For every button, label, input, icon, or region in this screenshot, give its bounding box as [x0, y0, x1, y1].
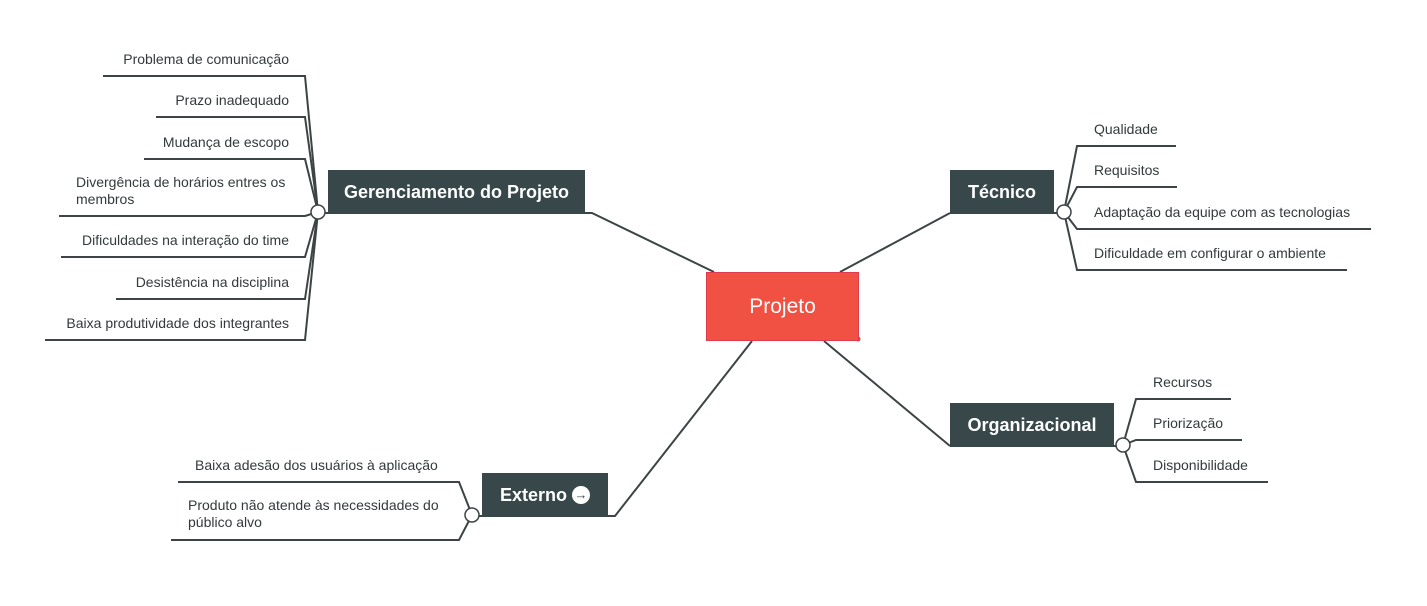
branch-label: Gerenciamento do Projeto — [343, 181, 570, 202]
branch-label: Técnico — [967, 181, 1037, 202]
leaf-label: Requisitos — [1094, 162, 1160, 178]
connector-central-organizacional — [823, 340, 951, 447]
leaf-topic[interactable]: Problema de comunicação — [89, 51, 289, 68]
leaf-line — [171, 514, 473, 541]
collapse-toggle-externo[interactable] — [464, 507, 480, 523]
central-topic[interactable]: Projeto — [706, 272, 859, 341]
leaf-topic[interactable]: Baixa produtividade dos integrantes — [49, 315, 289, 332]
collapse-toggle-tecnico[interactable] — [1056, 204, 1072, 220]
leaf-label: Adaptação da equipe com as tecnologias — [1094, 204, 1351, 220]
leaf-line — [1063, 211, 1347, 271]
branch-label: Externo — [499, 484, 568, 505]
connector-central-externo — [608, 340, 753, 517]
leaf-label: Disponibilidade — [1153, 457, 1248, 473]
leaf-line — [156, 116, 319, 213]
leaf-label: Prazo inadequado — [175, 92, 289, 108]
leaf-label: Dificuldades na interação do time — [81, 232, 289, 248]
leaf-topic[interactable]: Prazo inadequado — [89, 92, 289, 109]
leaf-topic[interactable]: Desistência na disciplina — [89, 274, 289, 291]
leaf-topic[interactable]: Qualidade — [1094, 121, 1158, 138]
leaf-label: Qualidade — [1094, 121, 1158, 137]
leaf-line — [178, 481, 473, 516]
leaf-label: Divergência de horários entres os membro… — [76, 174, 286, 207]
leaf-topic[interactable]: Recursos — [1153, 374, 1212, 391]
leaf-topic[interactable]: Mudança de escopo — [89, 134, 289, 151]
branch-organizacional[interactable]: Organizacional — [950, 403, 1114, 447]
leaf-label: Produto não atende às necessidades do pú… — [188, 497, 439, 530]
branch-label: Organizacional — [967, 414, 1097, 435]
connector-central-tecnico — [839, 212, 951, 273]
leaf-line — [144, 158, 319, 213]
collapse-toggle-organizacional[interactable] — [1115, 437, 1131, 453]
central-topic-label: Projeto — [749, 294, 816, 318]
leaf-label: Dificuldade em configurar o ambiente — [1094, 245, 1326, 261]
leaf-topic[interactable]: Priorização — [1153, 415, 1223, 432]
leaf-label: Baixa produtividade dos integrantes — [66, 315, 289, 331]
leaf-line — [116, 211, 319, 300]
leaf-label: Baixa adesão dos usuários à aplicação — [195, 457, 438, 473]
leaf-line — [61, 211, 319, 258]
leaf-label: Desistência na disciplina — [135, 274, 289, 290]
branch-externo[interactable]: Externo → — [482, 473, 608, 517]
leaf-line — [1122, 444, 1268, 483]
leaf-line — [1122, 398, 1231, 446]
leaf-line — [45, 211, 319, 341]
leaf-topic[interactable]: Produto não atende às necessidades do pú… — [188, 497, 453, 531]
leaf-label: Recursos — [1153, 374, 1213, 390]
leaf-topic[interactable]: Dificuldade em configurar o ambiente — [1094, 245, 1326, 262]
leaf-label: Priorização — [1153, 415, 1224, 431]
leaf-topic[interactable]: Baixa adesão dos usuários à aplicação — [195, 457, 438, 474]
leaf-line — [1063, 145, 1176, 213]
leaf-topic[interactable]: Adaptação da equipe com as tecnologias — [1094, 204, 1350, 221]
leaf-label: Problema de comunicação — [123, 51, 289, 67]
leaf-line — [59, 211, 319, 217]
arrow-right-circle-icon[interactable]: → — [572, 486, 591, 504]
leaf-topic[interactable]: Dificuldades na interação do time — [49, 232, 289, 249]
leaf-topic[interactable]: Disponibilidade — [1153, 457, 1248, 474]
connector-central-gerenciamento — [585, 212, 715, 273]
collapse-toggle-gerenciamento[interactable] — [310, 204, 326, 220]
leaf-label: Mudança de escopo — [162, 134, 289, 150]
leaf-topic[interactable]: Requisitos — [1094, 162, 1159, 179]
branch-tecnico[interactable]: Técnico — [950, 170, 1054, 214]
leaf-line — [1122, 439, 1242, 446]
branch-gerenciamento[interactable]: Gerenciamento do Projeto — [328, 170, 585, 214]
leaf-line — [103, 75, 319, 213]
leaf-line — [1063, 186, 1177, 213]
leaf-topic[interactable]: Divergência de horários entres os membro… — [76, 174, 296, 208]
